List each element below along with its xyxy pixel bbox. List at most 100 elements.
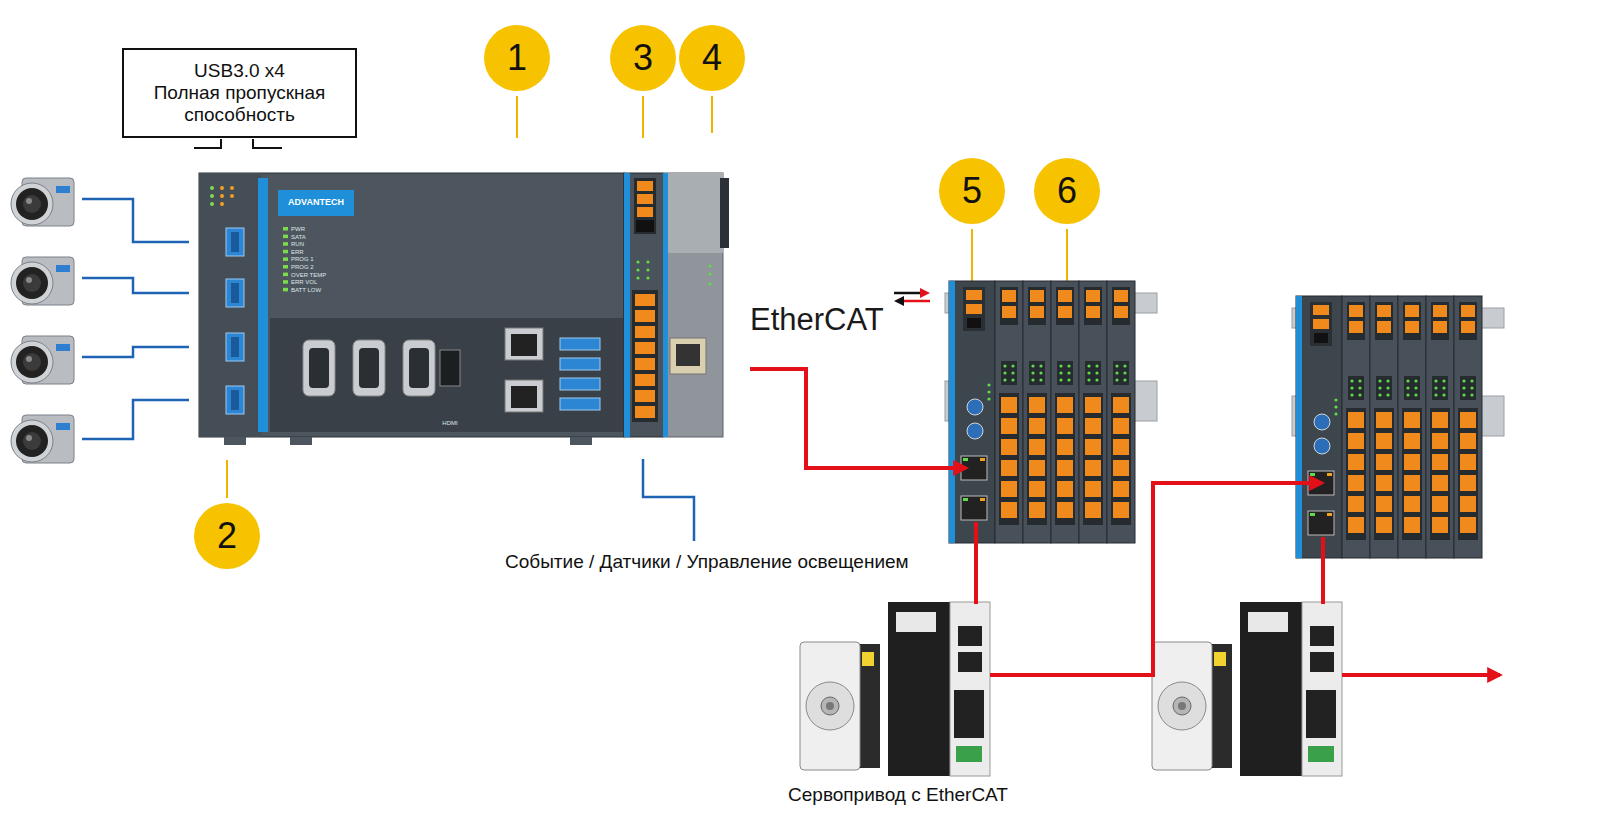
controller-unit <box>210 194 214 198</box>
led-label: OVER TEMP <box>291 272 326 278</box>
controller-unit <box>634 178 656 234</box>
ethercat-arrows <box>894 288 930 306</box>
controller-unit <box>353 340 385 396</box>
controller-unit <box>560 338 600 350</box>
usb-cable <box>82 400 189 439</box>
io-leader-line <box>643 459 694 541</box>
led-label: PROG 2 <box>291 264 314 270</box>
callout-number: 3 <box>610 25 676 91</box>
ethercat-arrows <box>894 292 922 295</box>
controller-unit <box>220 194 224 198</box>
callout-box: USB3.0 x4Полная пропускная способность <box>122 48 357 138</box>
controller-unit <box>283 257 288 261</box>
controller-unit <box>403 340 435 396</box>
controller-unit <box>283 273 288 277</box>
ethercat-cable <box>1342 673 1500 677</box>
usb-cable <box>82 278 189 293</box>
controller-unit <box>226 279 244 307</box>
protocol-logo: EtherCAT <box>750 302 884 338</box>
controller-unit <box>637 207 653 217</box>
controller-unit <box>663 173 723 437</box>
ethercat-cable <box>750 369 966 468</box>
callout-number: 2 <box>194 503 260 569</box>
servo <box>800 602 990 776</box>
controller-unit <box>511 386 537 408</box>
controller-unit <box>230 194 234 198</box>
controller-unit <box>278 190 354 216</box>
callout-number: 5 <box>939 158 1005 224</box>
camera <box>11 178 74 226</box>
leader-line <box>227 96 1067 498</box>
controller-unit <box>226 333 244 361</box>
controller-unit <box>676 344 700 366</box>
controller-unit <box>635 406 655 418</box>
io-station <box>1292 296 1504 558</box>
led-label: BATT LOW <box>291 287 321 293</box>
controller-unit <box>636 220 654 232</box>
controller-unit <box>199 173 261 437</box>
controller-unit <box>635 342 655 354</box>
controller-unit <box>199 173 729 445</box>
controller-unit <box>511 334 537 356</box>
controller-unit <box>505 380 543 412</box>
controller-unit <box>231 283 239 303</box>
led-label: PROG 1 <box>291 256 314 262</box>
controller-unit <box>505 328 543 360</box>
controller-unit <box>636 260 639 263</box>
controller-unit <box>283 235 288 239</box>
controller-unit <box>635 390 655 402</box>
controller-unit <box>635 294 655 306</box>
bracket <box>194 139 282 148</box>
camera <box>11 336 74 384</box>
camera <box>11 257 74 305</box>
leader-line <box>642 96 644 138</box>
usb-cable <box>82 199 189 242</box>
controller-unit <box>637 194 653 204</box>
led-label: SATA <box>291 234 306 240</box>
controller-unit <box>283 250 288 254</box>
controller-unit <box>231 390 239 410</box>
controller-unit <box>440 350 460 386</box>
controller-unit <box>224 437 246 445</box>
servo <box>1152 602 1342 776</box>
callout-number: 1 <box>484 25 550 91</box>
controller-unit <box>720 178 729 248</box>
controller-unit <box>220 202 224 206</box>
controller-unit <box>636 268 639 271</box>
callout-number: 4 <box>679 25 745 91</box>
controller-unit <box>231 232 239 252</box>
controller-unit <box>646 260 649 263</box>
ethercat-cable <box>750 369 1500 675</box>
controller-unit <box>283 280 288 284</box>
controller-unit <box>210 202 214 206</box>
controller-unit <box>570 437 592 445</box>
controller-unit <box>231 337 239 357</box>
controller-unit <box>632 290 658 422</box>
controller-unit <box>210 186 214 190</box>
led-label: PWR <box>291 226 305 232</box>
ethercat-cable <box>1321 537 1325 604</box>
controller-unit <box>670 338 706 374</box>
ethercat-arrows <box>920 288 930 298</box>
ethercat-cable <box>990 483 1322 675</box>
controller-unit <box>220 186 224 190</box>
controller-unit <box>309 348 329 388</box>
controller-unit <box>230 186 234 190</box>
ethercat-arrows <box>894 296 904 306</box>
controller-unit <box>635 374 655 386</box>
box-text: Полная пропускная способность <box>132 82 347 126</box>
controller-unit <box>637 181 653 191</box>
callout-number: 6 <box>1034 158 1100 224</box>
led-label: ERR VOL <box>291 279 317 285</box>
controller-unit <box>624 173 663 437</box>
controller-unit <box>636 276 639 279</box>
leader-line <box>516 96 518 138</box>
controller-unit <box>708 282 711 285</box>
controller-unit <box>708 264 711 267</box>
controller-unit <box>283 265 288 269</box>
leader-line <box>711 96 713 133</box>
controller-unit <box>646 268 649 271</box>
controller-unit <box>359 348 379 388</box>
controller-unit <box>624 173 630 437</box>
